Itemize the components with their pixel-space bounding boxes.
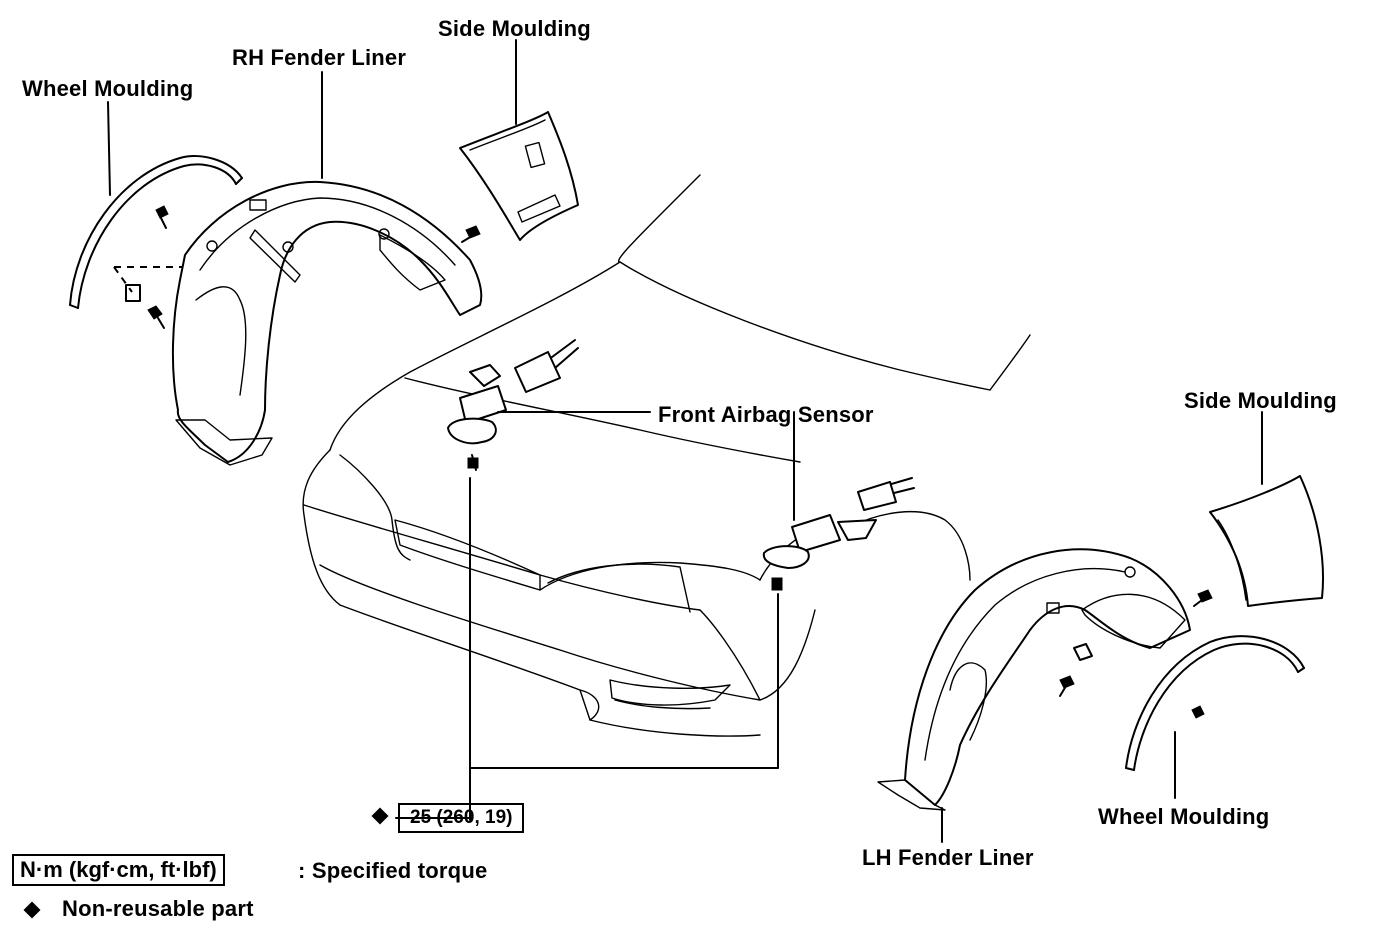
rh-airbag-sensor-part [447,339,579,471]
car-body [302,174,1031,737]
wheel-moulding-rh-label: Wheel Moulding [22,76,194,101]
rh-wheel-moulding-part [69,155,243,309]
rh-fender-liner-part [171,180,483,466]
lh-fender-liner-part [877,548,1191,811]
leader-lines [107,39,1263,843]
front-airbag-sensor-label: Front Airbag Sensor [658,402,874,427]
lh-side-moulding-part [1193,475,1325,607]
wheel-moulding-lh-label: Wheel Moulding [1098,804,1270,829]
lh-wheel-moulding-part [1125,635,1305,771]
torque-spec-box: 25 (260, 19) [398,803,525,833]
legend-torque-desc: : Specified torque [298,858,488,883]
lh-fender-liner-label: LH Fender Liner [862,845,1034,870]
rh-side-moulding-part [459,111,579,243]
rh-fasteners [113,205,233,329]
side-moulding-rh-label: Side Moulding [438,16,591,41]
rh-fender-liner-label: RH Fender Liner [232,45,407,70]
legend-nonreusable-desc: Non-reusable part [62,896,254,921]
legend-torque-units-box: N·m (kgf·cm, ft·lbf) [12,854,225,886]
lh-airbag-sensor-part [762,477,915,591]
side-moulding-lh-label: Side Moulding [1184,388,1337,413]
